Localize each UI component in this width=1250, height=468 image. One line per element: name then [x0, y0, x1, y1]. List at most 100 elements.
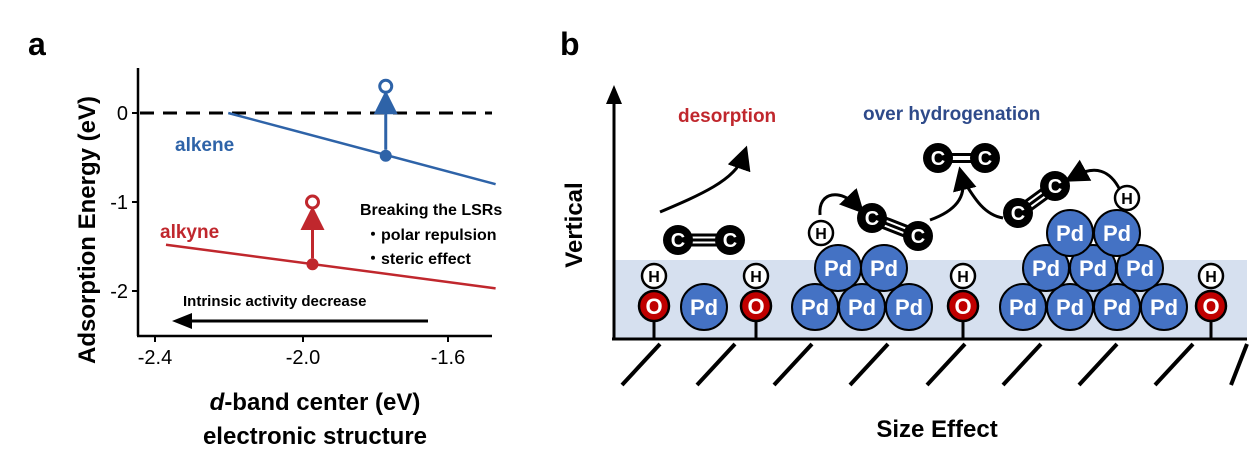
- pd-atom-label: Pd: [690, 295, 718, 320]
- alkene-shifted-point: [378, 78, 394, 94]
- alkene-trend-line: [227, 111, 496, 186]
- pd-atom-label: Pd: [1009, 295, 1037, 320]
- pd-atom-label: Pd: [1126, 256, 1154, 281]
- over-hydrogenation-arrow-up: [929, 166, 977, 222]
- o-atom-label: O: [1202, 294, 1219, 319]
- pd-atom-label: Pd: [801, 295, 829, 320]
- h-atom-label: H: [750, 269, 762, 286]
- hatch: [1153, 342, 1195, 387]
- x-axis-label-2: electronic structure: [203, 423, 427, 450]
- pd-atom-label: Pd: [1103, 295, 1131, 320]
- h-atom: [742, 262, 770, 290]
- intrinsic-activity-label: Intrinsic activity decrease: [183, 293, 366, 310]
- hatch: [925, 342, 967, 387]
- pd-atom-label: Pd: [824, 256, 852, 281]
- pd-atom-label: Pd: [1032, 256, 1060, 281]
- hatch: [695, 342, 737, 387]
- size-effect-label: Size Effect: [876, 416, 997, 443]
- over-hydrogenation-arrow-down: [960, 177, 1004, 220]
- h-atom-label: H: [648, 269, 660, 286]
- o-atom-label: O: [645, 294, 662, 319]
- vertical-axis-arrowhead: [606, 85, 622, 104]
- c-atom-label: C: [723, 230, 737, 252]
- o-atom: [946, 289, 980, 323]
- pd-atom: [1140, 283, 1188, 331]
- o-atom: [637, 289, 671, 323]
- o-atom: [1194, 289, 1228, 323]
- pd-atom-label: Pd: [1056, 221, 1084, 246]
- panel-a-label: a: [28, 26, 46, 62]
- pd-atom-label: Pd: [1103, 221, 1131, 246]
- o-atom-label: O: [747, 294, 764, 319]
- pd-atom-label: Pd: [1056, 295, 1084, 320]
- y-axis-label: Adsorption Energy (eV): [74, 96, 101, 364]
- hatch: [620, 342, 662, 387]
- c-atom-label: C: [911, 226, 925, 248]
- hatch: [1229, 343, 1249, 386]
- h-atom-label: H: [815, 226, 827, 243]
- c-atom: [1040, 171, 1070, 201]
- alkyne-data-point: [306, 258, 319, 271]
- pd-atom-label: Pd: [895, 295, 923, 320]
- h-atom: [1113, 184, 1141, 212]
- x-axis-label: d-band center (eV): [210, 389, 421, 416]
- x-axis-label-italic: d: [210, 389, 226, 416]
- c-atom: [857, 203, 887, 233]
- annotation-item: ・polar repulsion: [365, 227, 497, 244]
- pd-atom-label: Pd: [848, 295, 876, 320]
- desorption-arrow: [659, 145, 751, 214]
- c-atom-label: C: [1048, 176, 1062, 198]
- pd-atom-label: Pd: [1150, 295, 1178, 320]
- over-hydrogenation-label: over hydrogenation: [863, 104, 1040, 125]
- x-tick-label: -1.6: [431, 347, 465, 369]
- c-atom: [970, 143, 1000, 173]
- pd-atom: [680, 283, 728, 331]
- alkene-label: alkene: [175, 135, 234, 156]
- hatch: [1077, 342, 1119, 387]
- desorption-label: desorption: [678, 106, 776, 127]
- c-atom: [923, 143, 953, 173]
- c-atom-label: C: [865, 208, 879, 230]
- h-transfer-arrow-2: [1064, 159, 1122, 191]
- ground-hatching: [620, 342, 1249, 387]
- h-atom: [807, 219, 835, 247]
- h-atom: [949, 262, 977, 290]
- panel-b-label: b: [560, 26, 580, 62]
- h-atom: [640, 262, 668, 290]
- x-tick-label: -2.4: [138, 347, 172, 369]
- intrinsic-activity-arrow-head: [172, 313, 192, 329]
- h-atom-label: H: [1205, 269, 1217, 286]
- c-atom-label: C: [1011, 203, 1025, 225]
- x-tick-label: -2.0: [286, 347, 320, 369]
- c-atom: [663, 225, 693, 255]
- hatch: [1001, 342, 1043, 387]
- c-atom-label: C: [978, 148, 992, 170]
- c-atom-label: C: [931, 148, 945, 170]
- y-tick-label: -1: [110, 192, 128, 214]
- o-atom: [739, 289, 773, 323]
- pd-atom-label: Pd: [870, 256, 898, 281]
- hatch: [772, 342, 814, 387]
- c-atom: [903, 221, 933, 251]
- h-transfer-arrow-1: [818, 188, 865, 216]
- pd-atom-label: Pd: [1079, 256, 1107, 281]
- c-atom: [1003, 198, 1033, 228]
- h-atom: [1197, 262, 1225, 290]
- pd-atom: [885, 283, 933, 331]
- h-atom-label: H: [1121, 191, 1133, 208]
- hatch: [848, 342, 890, 387]
- alkene-data-point: [379, 149, 392, 162]
- pd-atom: [1093, 209, 1141, 257]
- c-atom-label: C: [671, 230, 685, 252]
- h-atom-label: H: [957, 269, 969, 286]
- alkyne-label: alkyne: [160, 222, 219, 243]
- annotation-item: ・steric effect: [365, 251, 471, 268]
- pd-atom: [860, 244, 908, 292]
- y-tick-label: -2: [110, 281, 128, 303]
- pd-atom: [1116, 244, 1164, 292]
- chart-marks: [165, 78, 496, 290]
- c-atom: [715, 225, 745, 255]
- vertical-axis-label: Vertical: [561, 182, 588, 267]
